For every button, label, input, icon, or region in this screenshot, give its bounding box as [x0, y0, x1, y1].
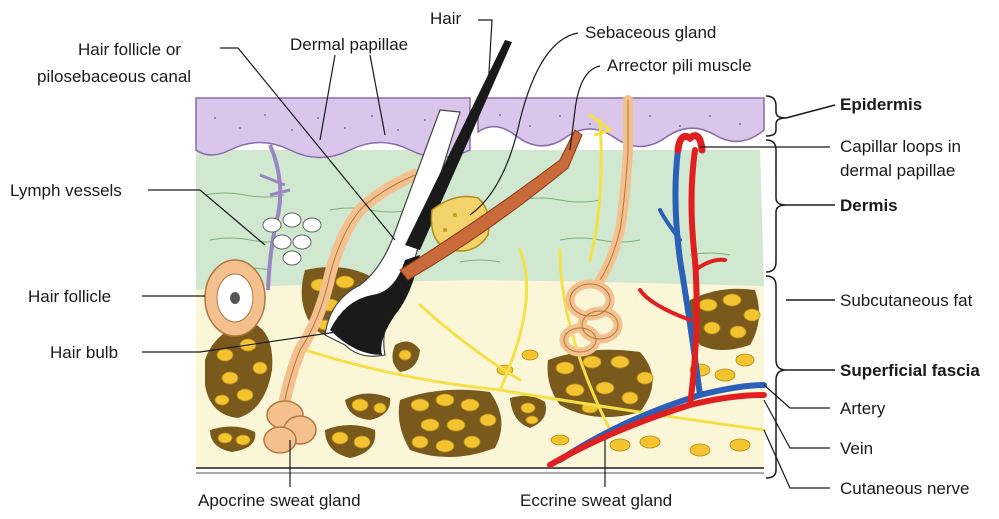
label-sebaceous-gland: Sebaceous gland: [585, 23, 716, 42]
label-capillary-1: Capillar loops in: [840, 137, 961, 156]
label-capillary-2: dermal papillae: [840, 161, 955, 180]
label-hair: Hair: [430, 9, 462, 28]
label-subcutaneous-fat: Subcutaneous fat: [840, 291, 973, 310]
label-hair-follicle-canal-1: Hair follicle or: [78, 40, 181, 59]
label-arrector-pili: Arrector pili muscle: [607, 56, 752, 75]
label-cutaneous-nerve: Cutaneous nerve: [840, 479, 969, 498]
brackets: [766, 96, 835, 478]
capillary-loop: [678, 136, 702, 150]
hair-follicle-cross-section: [205, 260, 265, 336]
label-eccrine: Eccrine sweat gland: [520, 491, 672, 510]
label-dermis: Dermis: [840, 196, 898, 215]
label-hair-bulb: Hair bulb: [50, 343, 118, 362]
epidermis-right: [478, 98, 764, 147]
label-apocrine: Apocrine sweat gland: [198, 491, 361, 510]
label-vein: Vein: [840, 439, 873, 458]
label-dermal-papillae: Dermal papillae: [290, 35, 408, 54]
label-artery: Artery: [840, 399, 886, 418]
label-lymph-vessels: Lymph vessels: [10, 181, 122, 200]
label-hair-follicle: Hair follicle: [28, 287, 111, 306]
label-superficial-fascia: Superficial fascia: [840, 361, 980, 380]
label-hair-follicle-canal-2: pilosebaceous canal: [37, 67, 191, 86]
label-epidermis: Epidermis: [840, 95, 922, 114]
